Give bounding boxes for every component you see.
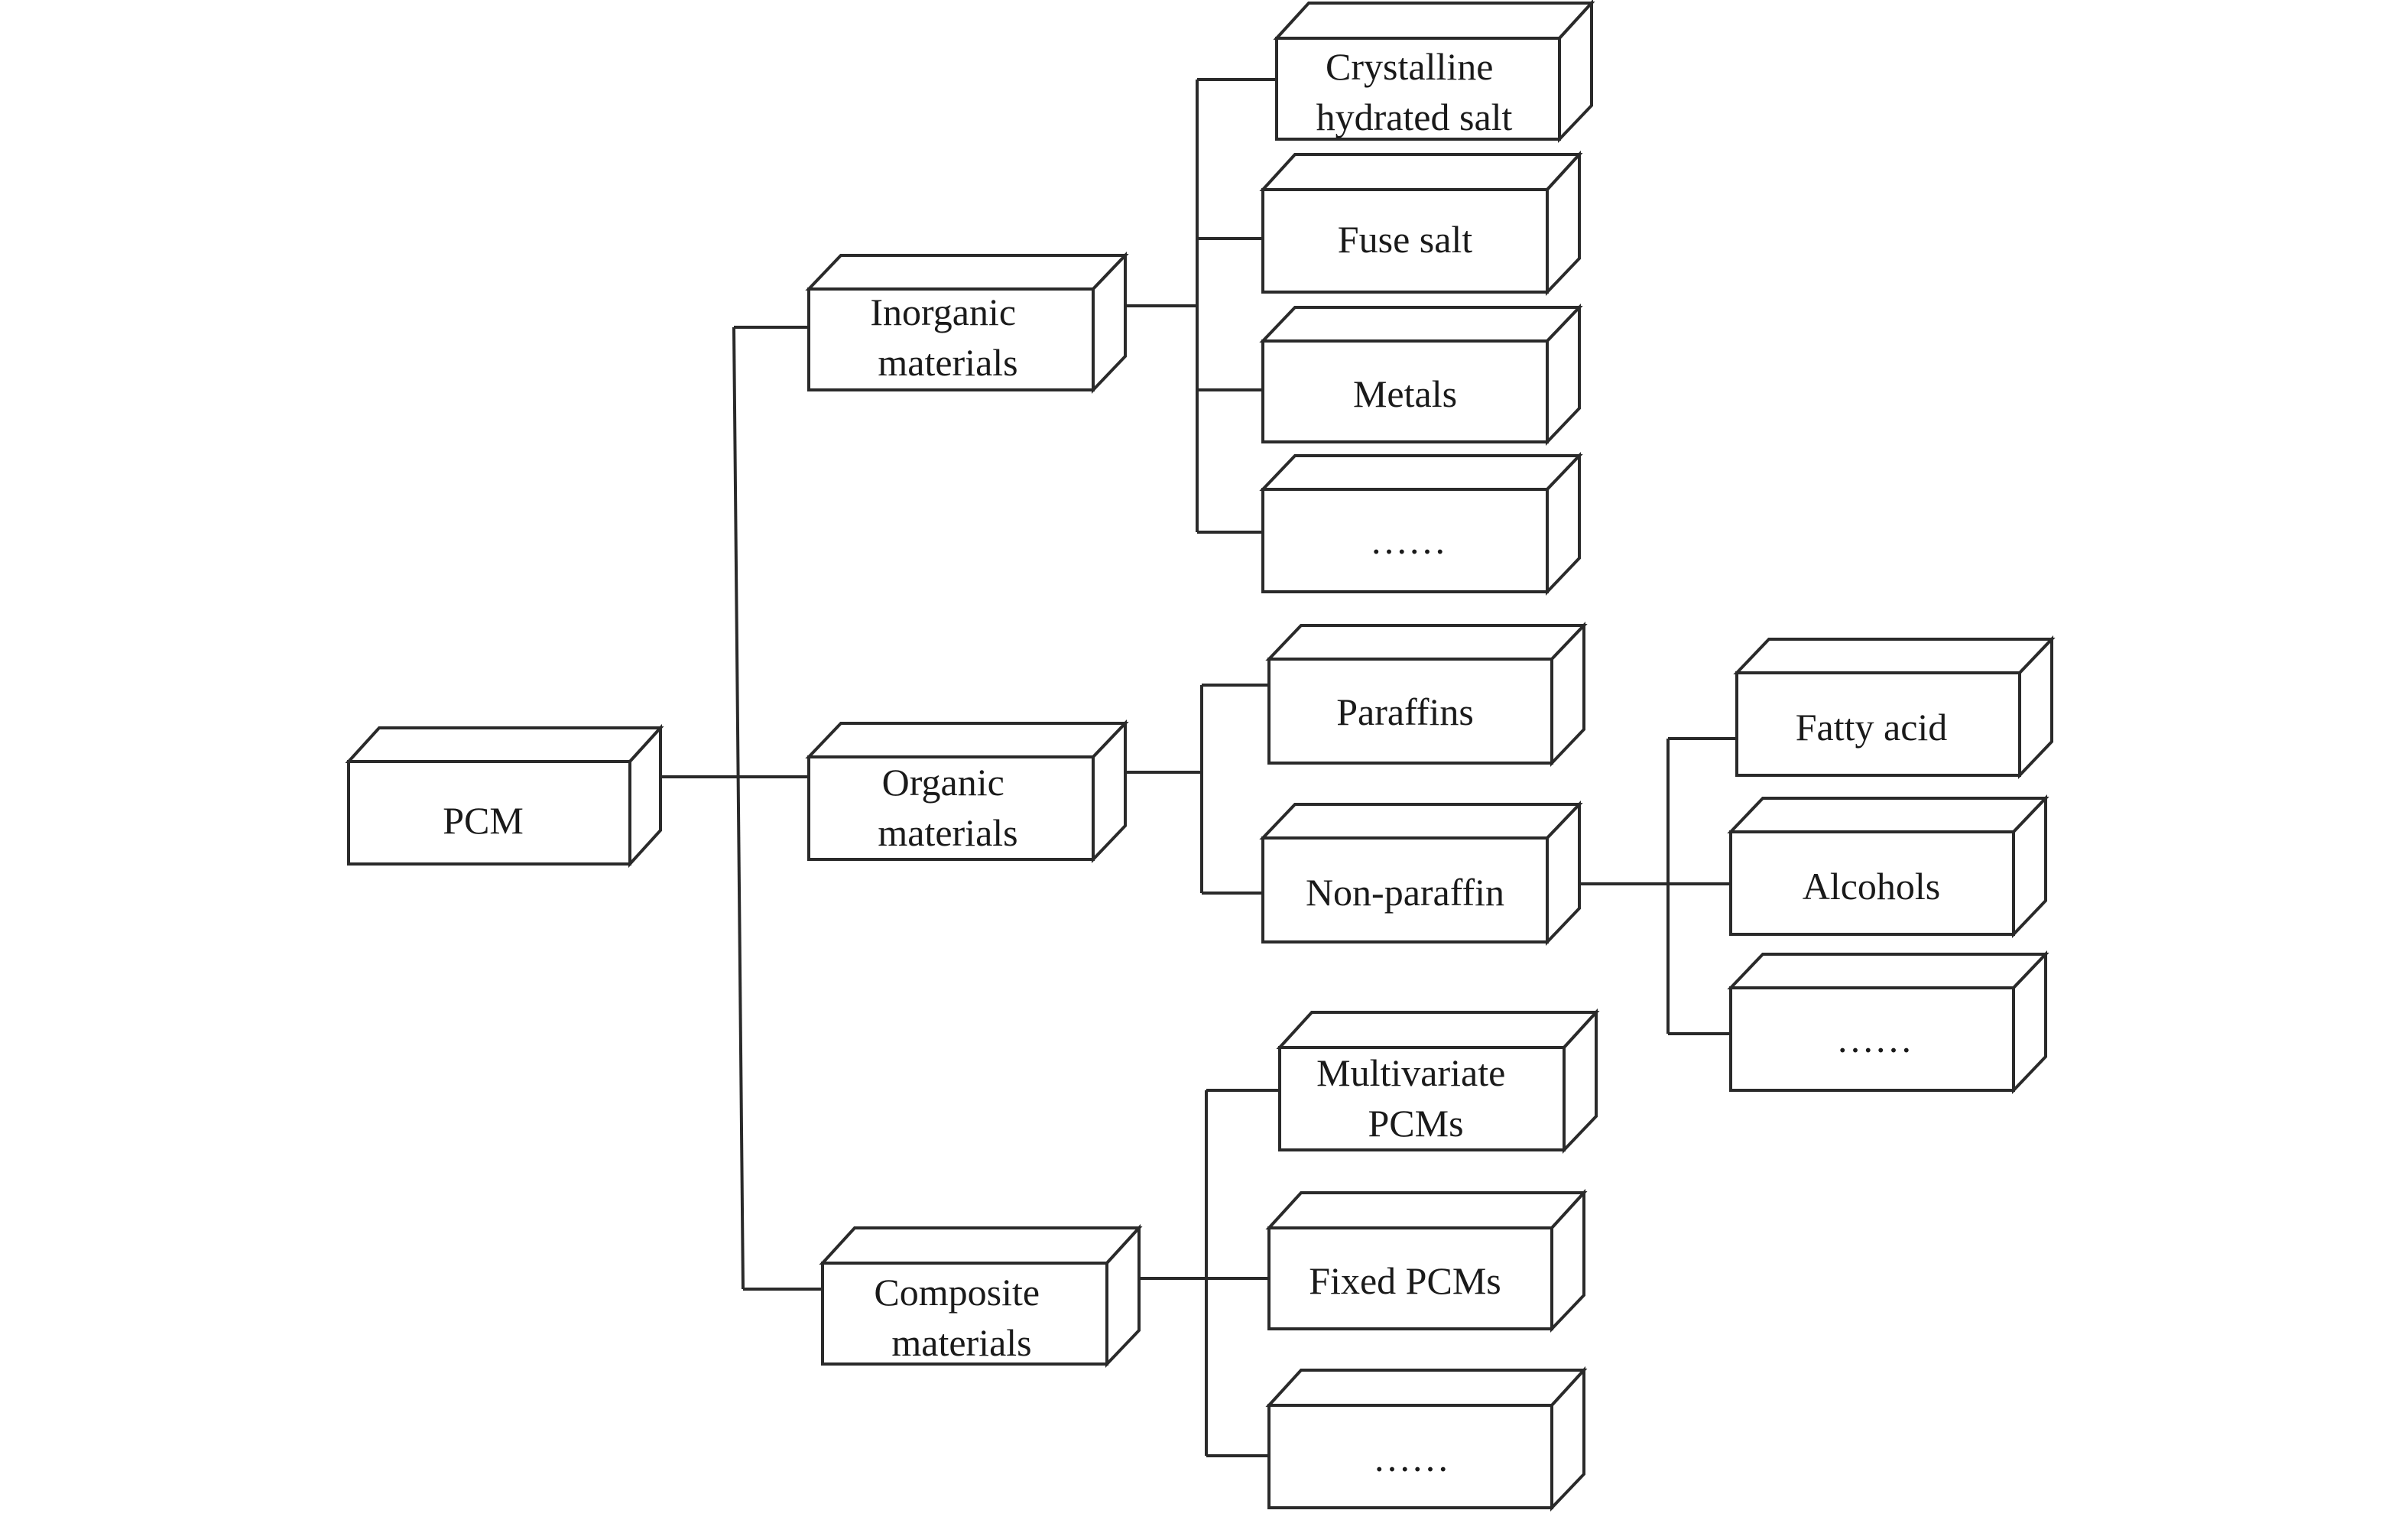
node-crystalline-hydrated-salt: Crystalline hydrated salt <box>1273 0 1595 143</box>
node-fixed-pcms: Fixed PCMs <box>1265 1188 1588 1333</box>
node-fuse-salt-label: Fuse salt <box>1338 218 1473 261</box>
node-multivariate-label: Multivariate PCMs <box>1316 1051 1515 1145</box>
connectors <box>660 78 1737 1457</box>
node-pcm: PCM <box>345 723 664 869</box>
node-multivariate-pcms: Multivariate PCMs <box>1276 1008 1600 1154</box>
node-pcm-label: PCM <box>443 799 524 842</box>
node-non-paraffin: Non-paraffin <box>1259 801 1583 946</box>
node-fixed-pcms-label: Fixed PCMs <box>1309 1259 1501 1302</box>
node-alcohols-label: Alcohols <box>1803 865 1941 908</box>
node-alcohols: Alcohols <box>1727 794 2049 938</box>
node-metals-label: Metals <box>1353 372 1457 415</box>
node-fatty-acid-label: Fatty acid <box>1796 706 1948 749</box>
node-composite-materials: Composite materials <box>819 1223 1143 1368</box>
node-inorganic-materials: Inorganic materials <box>805 252 1129 394</box>
node-inorganic-label: Inorganic materials <box>870 291 1025 384</box>
node-fuse-salt: Fuse salt <box>1259 150 1583 296</box>
node-non-paraffin-more: …… <box>1727 950 2049 1094</box>
node-inorganic-more: …… <box>1259 452 1583 596</box>
node-paraffins-label: Paraffins <box>1336 690 1474 733</box>
node-composite-label: Composite materials <box>874 1271 1049 1364</box>
node-fatty-acid: Fatty acid <box>1733 635 2056 779</box>
node-composite-more-label: …… <box>1373 1437 1449 1479</box>
node-inorganic-more-label: …… <box>1370 519 1446 562</box>
node-crystalline-label: Crystalline hydrated salt <box>1316 45 1513 138</box>
node-non-paraffin-label: Non-paraffin <box>1306 871 1504 914</box>
node-composite-more: …… <box>1265 1366 1588 1512</box>
node-metals: Metals <box>1259 304 1583 446</box>
node-organic-materials: Organic materials <box>805 719 1129 863</box>
node-organic-label: Organic materials <box>878 761 1017 854</box>
connector-level1-trunk <box>732 326 745 1290</box>
node-non-paraffin-more-label: …… <box>1836 1018 1913 1060</box>
node-paraffins: Paraffins <box>1265 622 1588 767</box>
